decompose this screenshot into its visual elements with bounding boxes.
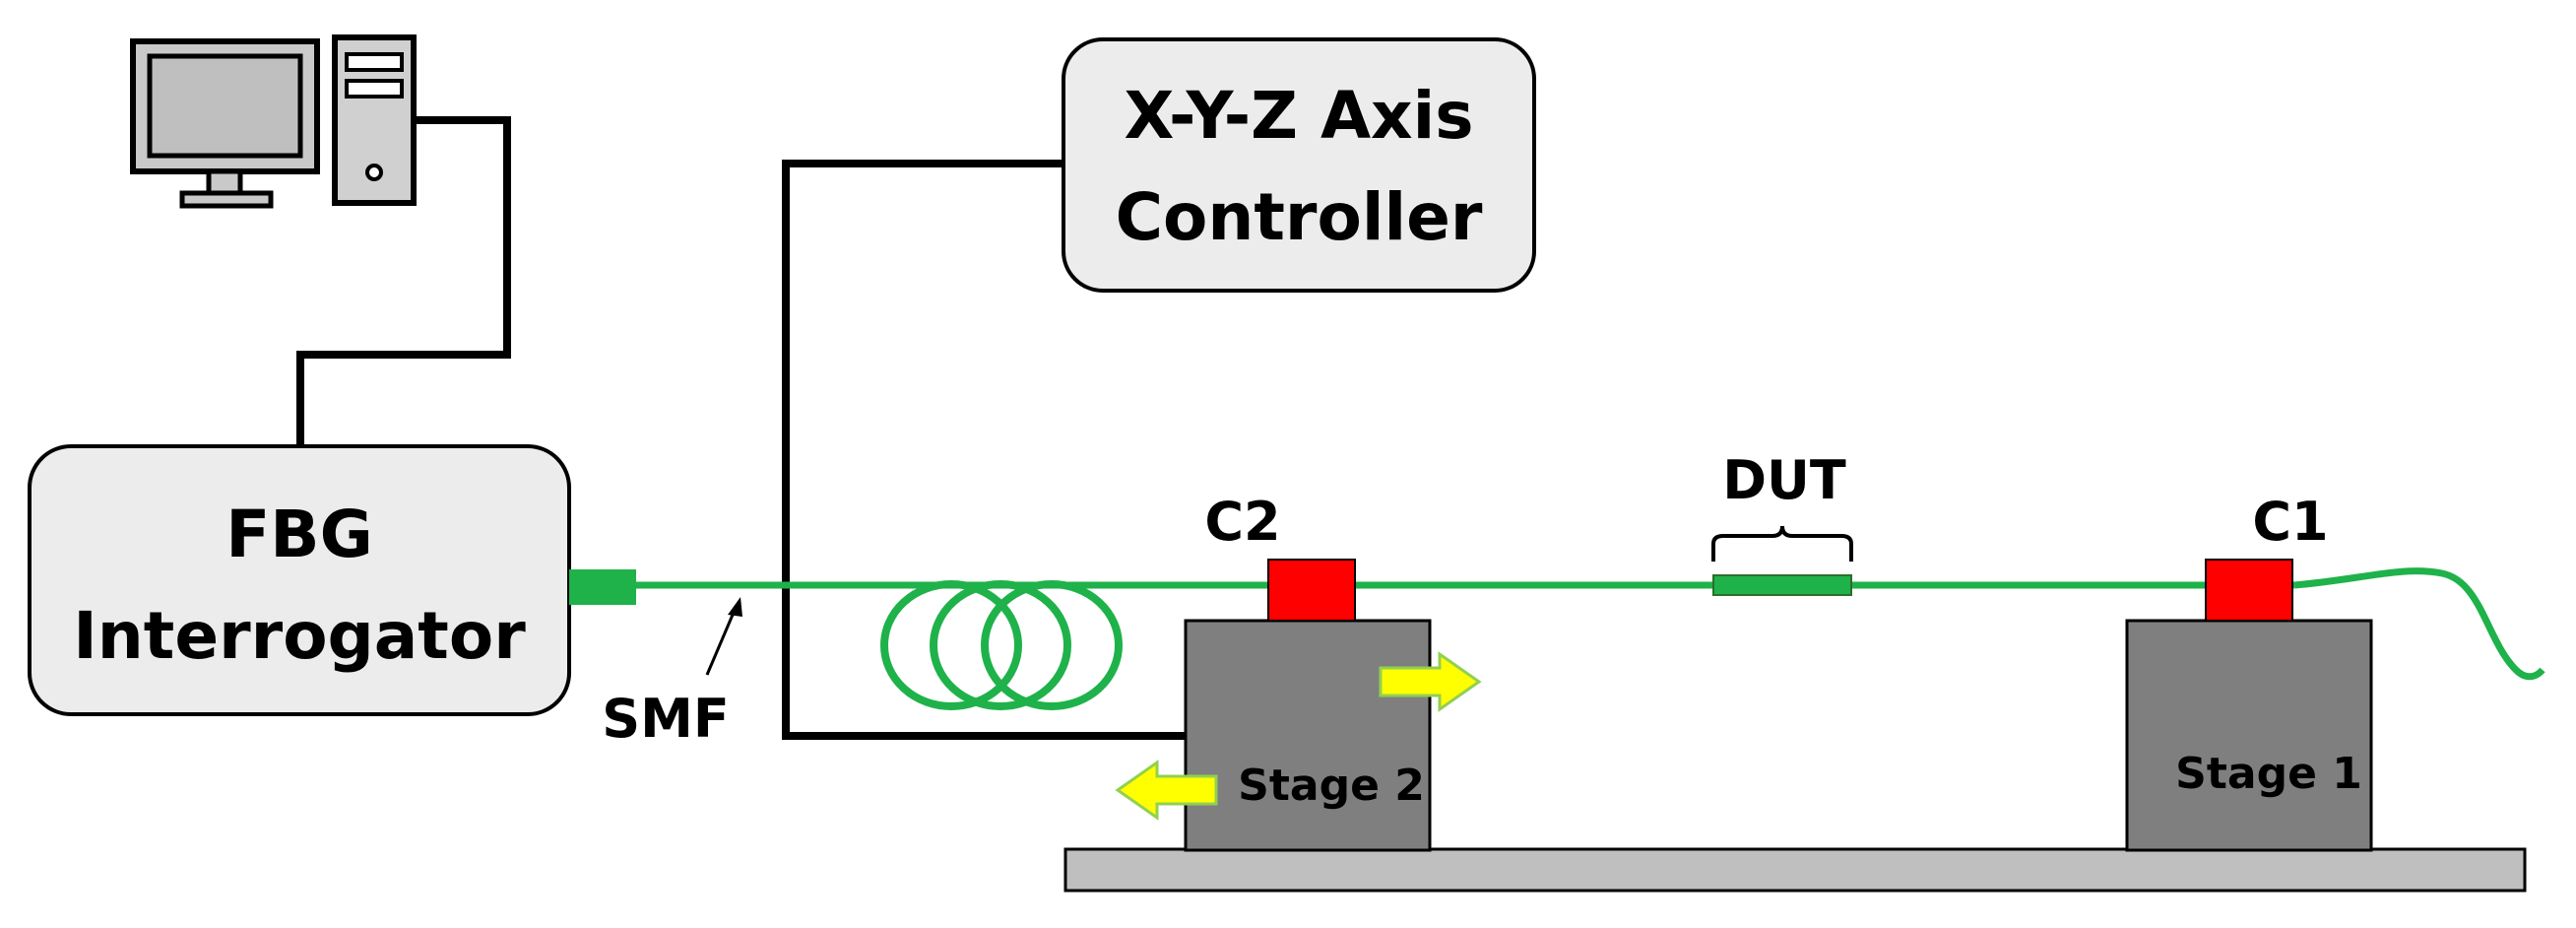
fiber-coil: [880, 580, 1123, 710]
computer-to-interrogator-cable: [296, 116, 511, 445]
monitor-icon: [130, 38, 320, 209]
fiber-connector: [569, 569, 636, 605]
controller-label-line1: X-Y-Z Axis: [1124, 78, 1473, 154]
c1-label: C1: [2252, 491, 2328, 553]
c2-label: C2: [1204, 491, 1280, 553]
controller-label-line2: Controller: [1116, 179, 1483, 255]
smf-pointer: SMF: [602, 597, 742, 750]
clamp-c1: C1: [2205, 491, 2329, 622]
dut-segment: DUT: [1711, 449, 1853, 596]
stage-1-label: Stage 1: [2175, 749, 2362, 799]
stage-1: Stage 1: [2125, 619, 2373, 852]
dut-label: DUT: [1722, 449, 1846, 511]
stage-2: Stage 2: [1184, 619, 1432, 852]
stage-2-label: Stage 2: [1238, 761, 1425, 811]
controller-to-stage2-cable: [782, 160, 1191, 740]
dut-brace: [1711, 525, 1853, 562]
computer-tower-icon: [332, 34, 417, 206]
xyz-axis-controller-box: X-Y-Z Axis Controller: [1062, 37, 1536, 293]
clamp-c2: C2: [1204, 491, 1356, 622]
optical-fiber: [569, 567, 2545, 710]
interrogator-label-line1: FBG: [225, 497, 373, 572]
yellow-arrow-right-icon: [1379, 651, 1482, 712]
fiber-free-end: [2293, 567, 2545, 681]
yellow-arrow-left-icon: [1115, 760, 1218, 821]
fbg-interrogator-box: FBG Interrogator: [28, 444, 571, 716]
smf-label: SMF: [602, 688, 730, 750]
base-rail: [1063, 847, 2527, 893]
desktop-computer-icon: [130, 34, 417, 209]
interrogator-label-line2: Interrogator: [73, 598, 526, 674]
